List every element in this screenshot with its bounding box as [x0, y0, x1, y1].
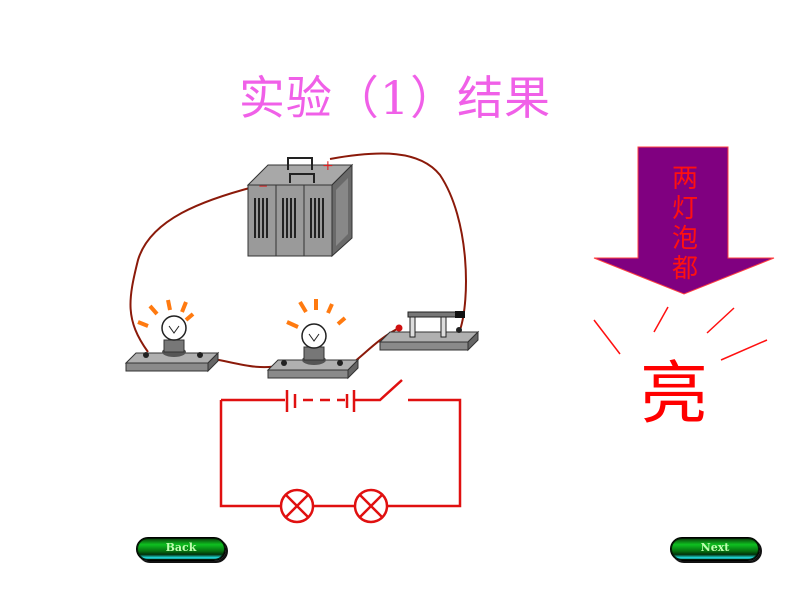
- emphasis-rays-icon: [593, 306, 768, 361]
- lightbulb-icon: [301, 323, 327, 349]
- result-text: 亮: [640, 355, 709, 434]
- knife-switch: [378, 311, 480, 352]
- back-button-label: Back: [165, 541, 197, 554]
- arrow-label-char: 都: [671, 254, 698, 284]
- next-button[interactable]: Next: [670, 537, 760, 561]
- lightbulb-icon: [161, 315, 187, 341]
- wire-battery-positive-to-switch: [329, 152, 467, 331]
- down-arrow-icon: [593, 146, 775, 295]
- back-button[interactable]: Back: [136, 537, 226, 561]
- battery-icon: − +: [246, 157, 354, 258]
- arrow-label-char: 泡: [671, 224, 698, 254]
- battery-negative-label: −: [258, 179, 268, 193]
- wire-battery-negative-to-bulb1: [129, 183, 266, 353]
- slide-title: 实验（1）结果: [238, 71, 552, 125]
- switch-symbol: [354, 379, 403, 402]
- bulb-2: [266, 299, 360, 380]
- next-button-label: Next: [700, 541, 730, 554]
- light-rays-icon: [286, 299, 347, 329]
- light-rays-icon: [137, 299, 195, 328]
- arrow-label-char: 灯: [671, 194, 698, 224]
- circuit-schematic: [219, 379, 462, 524]
- bulb-1: [124, 299, 220, 373]
- arrow-label-char: 两: [671, 164, 698, 194]
- arrow-label: 两 灯 泡 都: [663, 164, 707, 284]
- battery-positive-label: +: [322, 158, 334, 174]
